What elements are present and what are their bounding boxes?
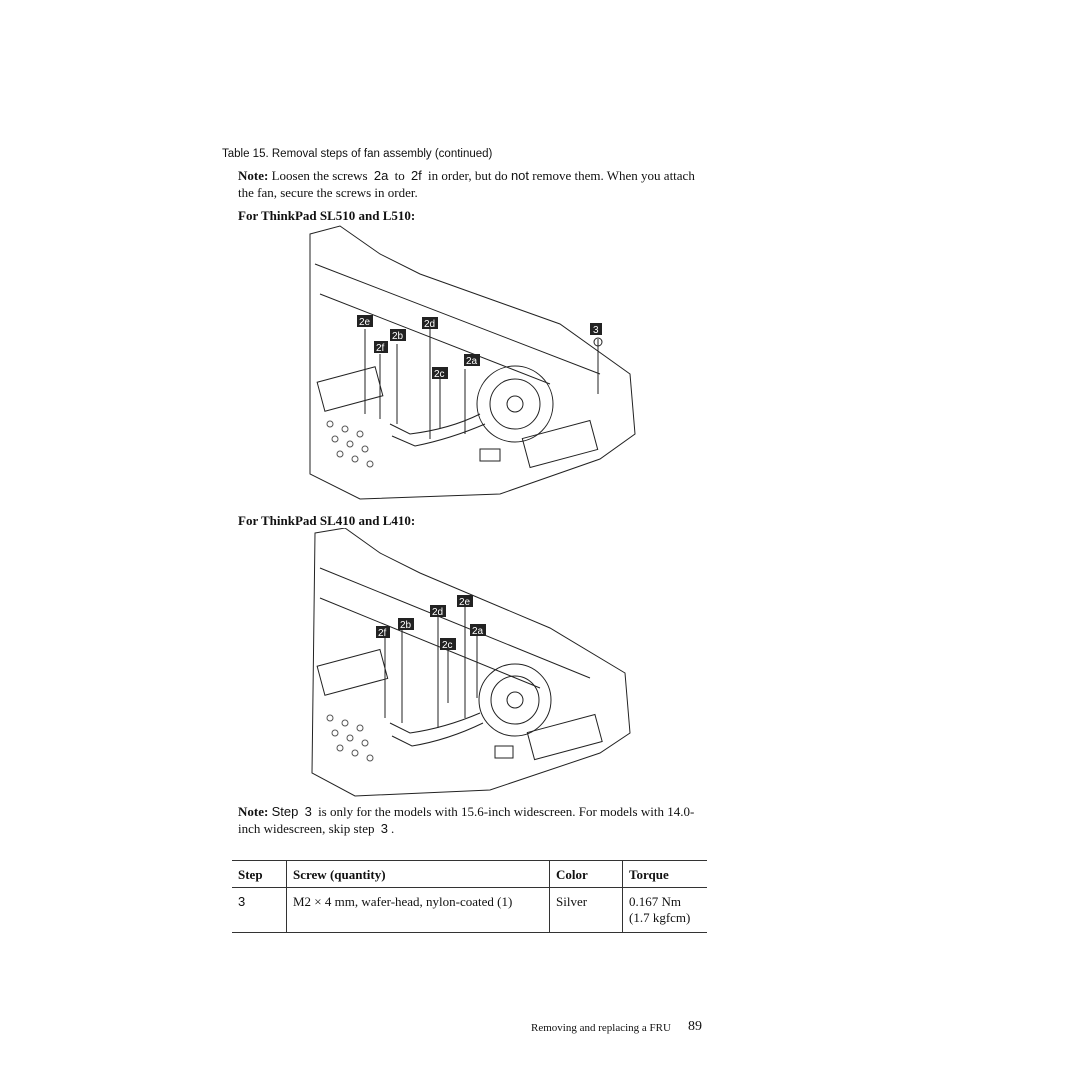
callout-2e: 2e — [459, 597, 471, 608]
callout-2b: 2b — [400, 620, 412, 631]
cell-screw: M2 × 4 mm, wafer-head, nylon-coated (1) — [286, 887, 550, 933]
note-label: Note: — [238, 804, 269, 819]
table-header-row: Step Screw (quantity) Color Torque — [232, 860, 707, 888]
screw-ref-2a: 2a — [373, 168, 389, 183]
callout-labels: 2e 2d 3 2b 2f 2a 2c — [357, 315, 602, 380]
callout-labels: 2e 2d 2b 2f 2a 2c — [376, 595, 486, 651]
header-screw: Screw (quantity) — [286, 860, 550, 888]
callout-2d: 2d — [432, 607, 443, 618]
callout-2f: 2f — [376, 343, 385, 354]
table-row: 3 M2 × 4 mm, wafer-head, nylon-coated (1… — [232, 887, 707, 933]
screw-ref-2f: 2f — [410, 168, 422, 183]
header-color: Color — [549, 860, 623, 888]
header-torque: Torque — [622, 860, 707, 888]
section-heading-sl410: For ThinkPad SL410 and L410: — [238, 513, 416, 528]
note-text: remove them. When you attach the fan, se… — [238, 168, 695, 200]
note-loosen-screws: Note: Loosen the screws 2a to 2f in orde… — [238, 167, 708, 201]
footer-section-title: Removing and replacing a FRU — [531, 1022, 671, 1034]
header-step: Step — [232, 860, 287, 888]
step-ref-3: 3 — [304, 804, 312, 819]
cell-color: Silver — [549, 887, 623, 933]
torque-kgfcm: (1.7 kgfcm) — [629, 910, 691, 925]
fan-assembly-figure-sl510: 2e 2d 3 2b 2f 2a 2c — [309, 225, 636, 500]
cell-torque: 0.167 Nm (1.7 kgfcm) — [622, 887, 707, 933]
note-text: Step — [271, 804, 299, 819]
callout-2c: 2c — [434, 369, 445, 380]
callout-2d: 2d — [424, 319, 435, 330]
note-text: is only for the models with 15.6-inch wi… — [238, 804, 695, 836]
fan-assembly-figure-sl410: 2e 2d 2b 2f 2a 2c — [311, 528, 631, 797]
callout-2c: 2c — [442, 640, 453, 651]
callout-3: 3 — [593, 325, 599, 336]
callout-2f: 2f — [378, 628, 387, 639]
torque-nm: 0.167 Nm — [629, 894, 681, 909]
table-caption: Table 15. Removal steps of fan assembly … — [222, 148, 493, 160]
note-label: Note: — [238, 168, 269, 183]
cell-step: 3 — [238, 894, 246, 909]
note-emphasis: not — [510, 168, 530, 183]
callout-2a: 2a — [466, 356, 478, 367]
step-ref-3: 3 — [380, 821, 388, 836]
note-text: to — [394, 168, 405, 183]
section-heading-sl510: For ThinkPad SL510 and L510: — [238, 208, 416, 223]
page-number: 89 — [688, 1019, 702, 1034]
screw-spec-table: Step Screw (quantity) Color Torque 3 M2 … — [232, 860, 707, 933]
callout-2e: 2e — [359, 317, 371, 328]
note-text: . — [390, 821, 395, 836]
note-step3: Note: Step 3 is only for the models with… — [238, 803, 708, 837]
callout-2a: 2a — [472, 626, 484, 637]
note-text: Loosen the screws — [271, 168, 368, 183]
note-text: in order, but do — [428, 168, 508, 183]
callout-2b: 2b — [392, 331, 404, 342]
